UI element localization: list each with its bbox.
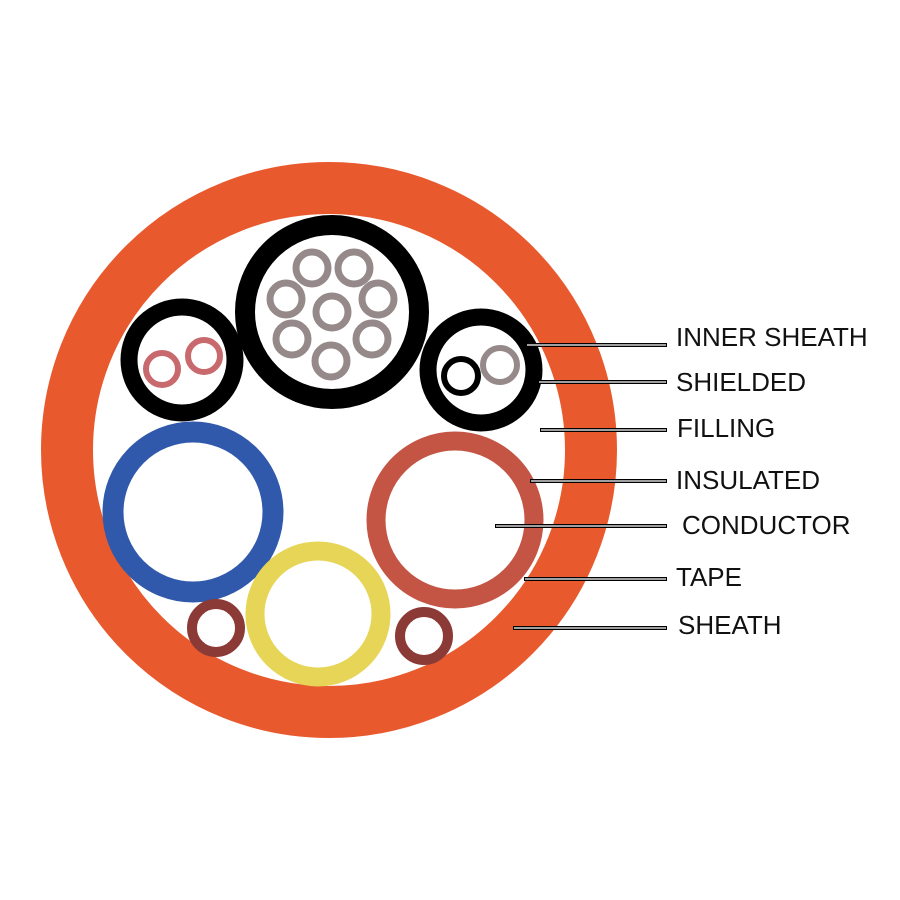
blue-insulated-core xyxy=(102,421,284,603)
yellow-insulated-core xyxy=(245,541,391,687)
label-filling: FILLING xyxy=(677,413,775,443)
stranded-unit-sheath xyxy=(235,215,429,409)
small-maroon-core-right xyxy=(395,607,453,665)
pair-wire xyxy=(143,350,181,388)
strand xyxy=(358,279,398,319)
label-inner-sheath: INNER SHEATH xyxy=(676,322,868,352)
label-shielded: SHIELDED xyxy=(676,367,806,397)
strand xyxy=(292,248,332,288)
small-maroon-core-left xyxy=(187,599,245,657)
label-conductor: CONDUCTOR xyxy=(682,510,851,540)
left-pair-unit xyxy=(120,298,244,422)
outer-sheath-ring xyxy=(41,162,617,738)
strand xyxy=(266,279,306,319)
strand xyxy=(312,292,352,332)
pair-wire xyxy=(185,337,223,375)
label-insulated: INSULATED xyxy=(676,465,820,495)
strand xyxy=(334,248,374,288)
stranded-unit xyxy=(235,215,429,409)
shield-wire xyxy=(441,356,481,396)
strand xyxy=(352,319,392,359)
label-sheath: SHEATH xyxy=(678,610,782,640)
strand xyxy=(272,319,312,359)
red-insulated-core xyxy=(366,431,544,609)
strand xyxy=(311,341,351,381)
label-tape: TAPE xyxy=(676,562,742,592)
leader-line-gaps xyxy=(496,344,666,629)
right-shielded-unit xyxy=(419,308,543,432)
right-shielded-unit-sheath xyxy=(419,308,543,432)
left-pair-unit-sheath xyxy=(120,298,244,422)
grey-wire xyxy=(480,345,520,385)
